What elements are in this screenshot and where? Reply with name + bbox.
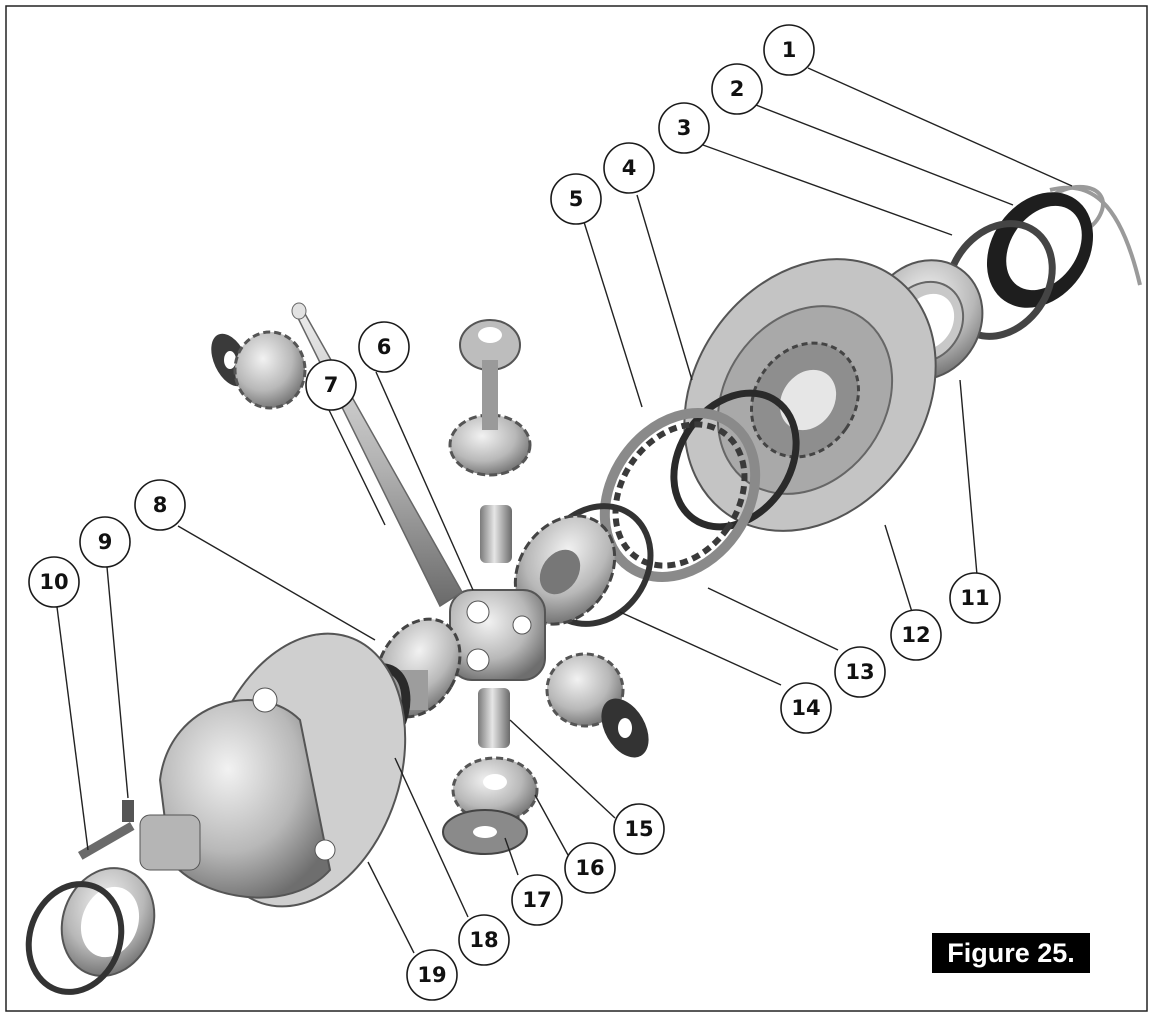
parts-layer [25,184,1142,995]
leader-18 [394,757,469,918]
callout-10: 10 [28,556,80,608]
part-lower-bearing [60,867,156,977]
callout-13: 13 [834,646,886,698]
part-6-cross-block [449,589,546,681]
part-17-thrust-washer [442,809,528,855]
leader-14 [619,611,782,686]
callout-4: 4 [603,142,655,194]
svg-text:2: 2 [730,77,745,101]
callout-14: 14 [780,682,832,734]
svg-text:19: 19 [417,963,446,987]
leader-lines [56,67,1073,954]
leader-3 [702,144,953,236]
callout-3: 3 [658,102,710,154]
page-border [5,5,1148,1012]
svg-text:18: 18 [469,928,498,952]
callouts: 1 2 3 4 5 6 7 8 9 10 11 12 13 14 15 16 1… [28,24,1001,1001]
callout-18: 18 [458,914,510,966]
callout-17: 17 [511,874,563,926]
part-15-pin [478,688,510,748]
callout-19: 19 [406,949,458,1001]
callout-1: 1 [763,24,815,76]
callout-2: 2 [711,63,763,115]
leader-12 [884,524,913,613]
part-10-bolt [78,822,135,860]
part-top-pinion-gear [448,319,532,477]
svg-text:8: 8 [153,493,168,517]
leader-15 [509,719,616,819]
svg-text:13: 13 [845,660,874,684]
leader-9 [106,566,129,799]
leader-17 [504,837,519,876]
callout-16: 16 [564,842,616,894]
svg-text:7: 7 [324,373,339,397]
part-13-clutch-ring [599,408,761,582]
callout-8: 8 [134,479,186,531]
leader-16 [534,794,569,856]
svg-text:16: 16 [575,856,604,880]
leader-4 [636,194,693,381]
svg-text:3: 3 [677,116,692,140]
part-lower-ring [25,881,125,995]
svg-text:14: 14 [791,696,820,720]
leader-19 [367,861,415,954]
part-4-ring [670,389,800,531]
leader-6 [375,371,474,591]
leader-7 [328,409,386,526]
part-upper-left-pinion [211,330,307,410]
callout-15: 15 [613,803,665,855]
svg-text:17: 17 [522,888,551,912]
svg-text:1: 1 [782,38,797,62]
leader-10 [56,606,89,851]
leader-1 [807,67,1073,187]
part-right-pinion [545,652,649,758]
svg-text:15: 15 [624,817,653,841]
leader-5 [583,221,643,408]
svg-text:10: 10 [39,570,68,594]
part-upper-pin [480,505,512,563]
callout-9: 9 [79,516,131,568]
callout-7: 7 [305,359,357,411]
callout-5: 5 [550,173,602,225]
part-19-differential-case [139,632,407,908]
leader-13 [707,587,839,651]
svg-text:11: 11 [960,586,989,610]
svg-text:4: 4 [622,156,637,180]
callout-6: 6 [358,321,410,373]
part-9-screw [122,800,134,822]
figure-label: Figure 25. [932,933,1090,973]
svg-text:12: 12 [901,623,930,647]
svg-text:5: 5 [569,187,584,211]
svg-text:9: 9 [98,530,113,554]
svg-text:6: 6 [377,335,392,359]
leader-8 [177,525,376,641]
leader-11 [959,379,978,576]
leader-2 [755,104,1014,206]
callout-11: 11 [949,572,1001,624]
callout-12: 12 [890,609,942,661]
part-12-cover-flange [683,258,937,532]
